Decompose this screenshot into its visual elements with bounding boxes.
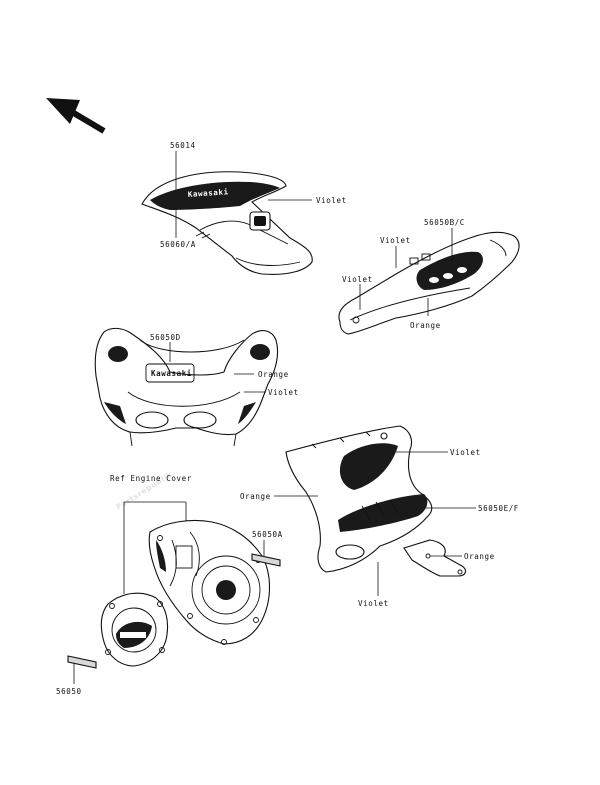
callout-side-orange-bracket: Orange — [464, 552, 495, 561]
nose-cowl: Kawasaki — [94, 327, 279, 447]
decal-56050a — [251, 553, 281, 567]
callout-tail-orange: Orange — [410, 321, 441, 330]
front-direction-arrow-icon — [46, 98, 106, 134]
callout-56050bc: 56050B/C — [424, 218, 465, 227]
callout-tail-violet-left: Violet — [342, 275, 373, 284]
callout-side-violet-bottom: Violet — [358, 599, 389, 608]
callout-56050: 56050 — [56, 687, 82, 696]
callout-nose-orange: Orange — [258, 370, 289, 379]
callout-ref-engine-cover: Ref Engine Cover — [110, 474, 192, 483]
fuel-tank-cover: Kawasaki — [141, 171, 313, 275]
callout-side-violet-top: Violet — [450, 448, 481, 457]
callout-56060a: 56060/A — [160, 240, 196, 249]
callout-56050a: 56050A — [252, 530, 283, 539]
leader-line — [123, 501, 187, 594]
tank-brand-decal: Kawasaki — [188, 187, 229, 199]
callout-tail-violet-top: Violet — [380, 236, 411, 245]
callout-side-orange-left: Orange — [240, 492, 271, 501]
callout-tank-violet: Violet — [316, 196, 347, 205]
alternator-cover — [100, 592, 169, 667]
callout-56050d: 56050D — [150, 333, 181, 342]
side-fairing — [285, 425, 467, 577]
nose-brand-decal: Kawasaki — [151, 369, 192, 378]
tail-cover — [338, 231, 520, 335]
callout-nose-violet: Violet — [268, 388, 299, 397]
clutch-cover — [148, 519, 270, 645]
decal-56050 — [67, 655, 97, 669]
callout-56014: 56014 — [170, 141, 196, 150]
callout-56050ef: 56050E/F — [478, 504, 519, 513]
